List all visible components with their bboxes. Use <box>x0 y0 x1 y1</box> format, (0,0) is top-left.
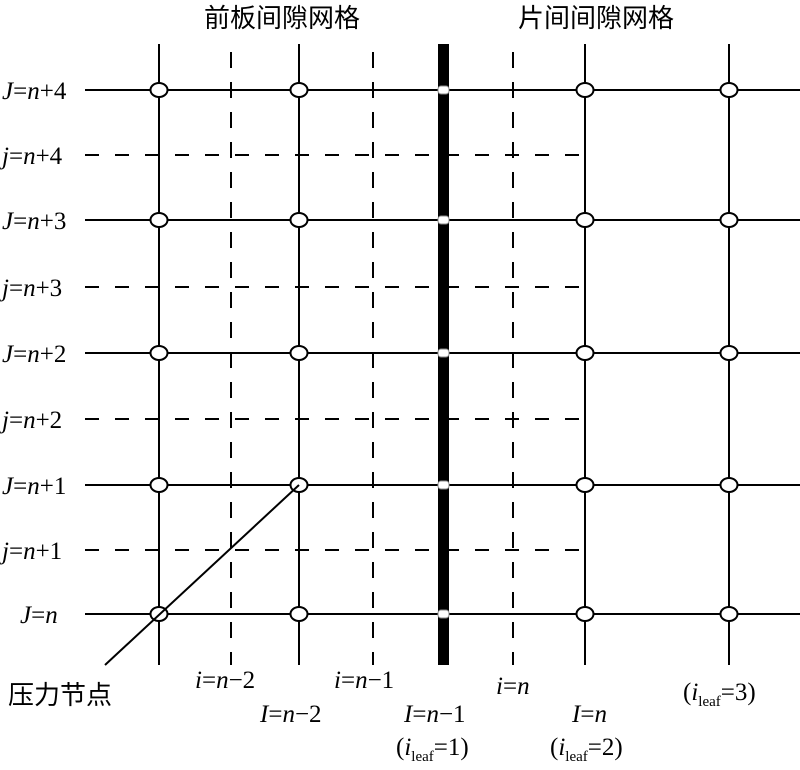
col-label-I-n1: I=n−1 <box>403 701 466 728</box>
velocity-grid-columns <box>230 52 514 665</box>
row-label-J-n4: J=n+4 <box>2 78 67 105</box>
col-label-i-n: i=n <box>496 673 530 700</box>
row-label-J-n3: J=n+3 <box>2 208 66 235</box>
node <box>289 345 309 361</box>
row-label-j-n4: j=n+4 <box>0 143 63 170</box>
node <box>719 606 739 622</box>
wall-node <box>437 215 450 225</box>
leaf-label-2: (ileaf=2) <box>550 734 623 765</box>
node <box>289 212 309 228</box>
wall-node <box>437 348 450 358</box>
row-label-j-n1: j=n+1 <box>0 538 62 565</box>
wall-node <box>437 85 450 95</box>
leaf-labels: (ileaf=1) (ileaf=2) (ileaf=3) <box>396 679 756 765</box>
row-labels: J=n+4 j=n+4 J=n+3 j=n+3 J=n+2 j=n+2 J=n+… <box>0 78 67 629</box>
node <box>719 477 739 493</box>
pressure-nodes <box>149 82 739 622</box>
node <box>289 82 309 98</box>
node <box>575 606 595 622</box>
node <box>149 345 169 361</box>
leaf-label-1: (ileaf=1) <box>396 734 469 765</box>
wall-node <box>437 480 450 490</box>
wall-node <box>437 609 450 619</box>
row-label-J-n2: J=n+2 <box>2 341 66 368</box>
inter-leaf-gap-grid-title: 片间间隙网格 <box>518 4 674 34</box>
row-label-J-n1: J=n+1 <box>2 473 66 500</box>
node <box>575 345 595 361</box>
row-label-j-n3: j=n+3 <box>0 275 62 302</box>
node <box>719 212 739 228</box>
node <box>289 606 309 622</box>
row-label-j-n2: j=n+2 <box>0 407 62 434</box>
col-label-i-n2: i=n−2 <box>195 667 255 694</box>
col-label-i-n1: i=n−1 <box>334 667 394 694</box>
column-labels: i=n−2 I=n−2 i=n−1 I=n−1 i=n I=n <box>195 667 607 728</box>
front-gap-grid-title: 前板间隙网格 <box>204 4 360 34</box>
velocity-grid-rows <box>85 154 585 551</box>
node <box>575 212 595 228</box>
pressure-node-annotation: 压力节点 <box>8 681 112 711</box>
col-label-I-n2: I=n−2 <box>259 701 322 728</box>
node <box>575 82 595 98</box>
leaf-wall-nodes <box>437 85 450 619</box>
node <box>149 82 169 98</box>
pressure-node-pointer <box>104 484 300 666</box>
node <box>149 477 169 493</box>
col-label-I-n: I=n <box>571 701 607 728</box>
node <box>575 477 595 493</box>
node <box>719 82 739 98</box>
node <box>149 212 169 228</box>
node <box>719 345 739 361</box>
row-label-J-n: J=n <box>20 602 58 629</box>
leaf-label-3: (ileaf=3) <box>683 679 756 710</box>
